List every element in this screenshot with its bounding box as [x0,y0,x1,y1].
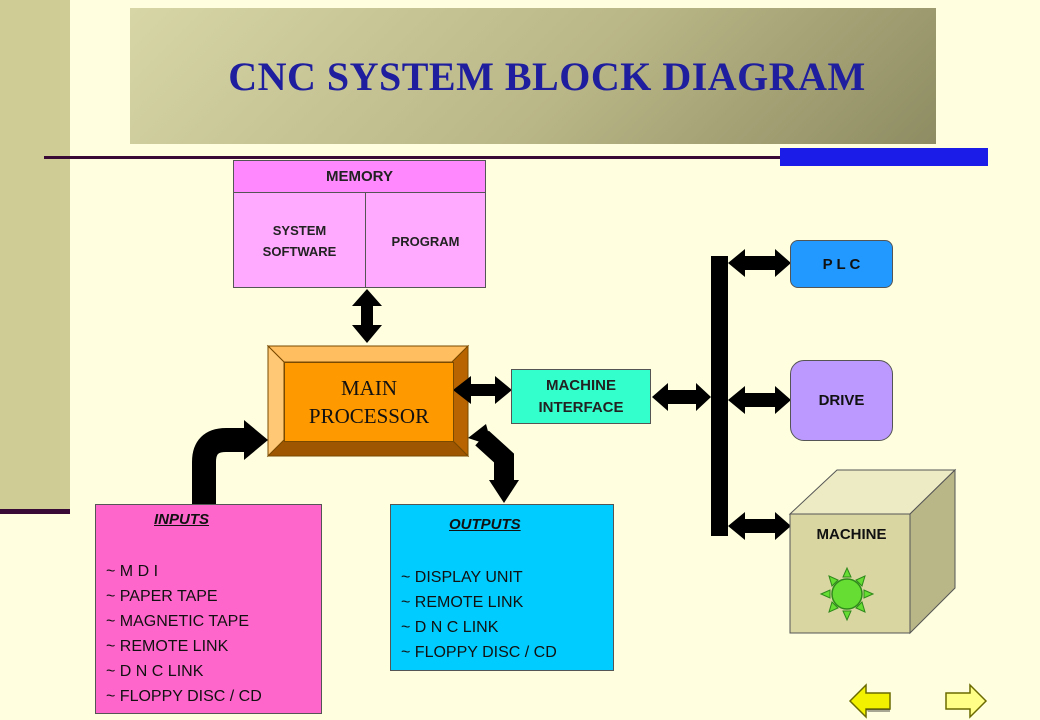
processor-label-line1: MAIN [341,376,397,400]
memory-program: PROGRAM [391,233,460,249]
title-banner: CNC SYSTEM BLOCK DIAGRAM [130,8,936,144]
list-item: ~ M D I [106,563,159,580]
slide-left-rule [0,509,70,514]
list-item: ~ REMOTE LINK [401,594,524,611]
machine-interface-line2: INTERFACE [538,398,624,416]
outputs-heading: OUTPUTS [449,516,521,533]
machine-cube [788,468,957,635]
processor-interface-arrow [453,376,512,404]
inputs-heading: INPUTS [154,511,210,528]
inputs-block: INPUTS ~ M D I ~ PAPER TAPE ~ MAGNETIC T… [95,504,322,714]
right-arrow-icon[interactable] [944,683,988,719]
memory-software-label: SOFTWARE [262,244,337,259]
memory-divider [365,193,366,287]
machine-label: MACHINE [816,526,887,543]
memory-system-label: SYSTEM [272,223,327,238]
page-title: CNC SYSTEM BLOCK DIAGRAM [228,53,866,99]
memory-header: MEMORY [234,161,485,193]
outputs-block: OUTPUTS ~ DISPLAY UNIT ~ REMOTE LINK ~ D… [390,504,614,671]
list-item: ~ DISPLAY UNIT [401,569,523,586]
inputs-processor-arrow [192,428,246,504]
title-rule [44,156,984,159]
memory-system-software: SYSTEM SOFTWARE [234,201,365,281]
bus-machine-arrow [728,512,791,540]
processor-label-line2: PROCESSOR [308,404,430,428]
outputs-list: ~ DISPLAY UNIT ~ REMOTE LINK ~ D N C LIN… [401,565,557,665]
list-item: ~ D N C LINK [401,619,499,636]
memory-processor-arrow [352,289,382,343]
list-item: ~ PAPER TAPE [106,588,218,605]
bus-bar [711,256,728,536]
memory-block: MEMORY SYSTEM SOFTWARE PROGRAM [233,160,486,288]
machine-interface-line1: MACHINE [545,376,616,394]
bus-plc-arrow [728,249,791,277]
processor-outputs-arrow [475,430,514,482]
left-arrow-icon[interactable] [848,683,892,719]
interface-bus-arrow [652,383,711,411]
sun-gear-icon [819,566,875,622]
drive-block: DRIVE [790,360,893,441]
slide-left-band [0,0,70,510]
main-processor-block: MAIN PROCESSOR [284,362,454,442]
list-item: ~ FLOPPY DISC / CD [106,688,262,705]
machine-interface-block: MACHINE INTERFACE [511,369,651,424]
list-item: ~ FLOPPY DISC / CD [401,644,557,661]
bus-drive-arrow [728,386,791,414]
list-item: ~ REMOTE LINK [106,638,229,655]
plc-block: P L C [790,240,893,288]
list-item: ~ MAGNETIC TAPE [106,613,249,630]
inputs-list: ~ M D I ~ PAPER TAPE ~ MAGNETIC TAPE ~ R… [106,559,262,709]
title-rule-accent [780,148,988,166]
list-item: ~ D N C LINK [106,663,204,680]
